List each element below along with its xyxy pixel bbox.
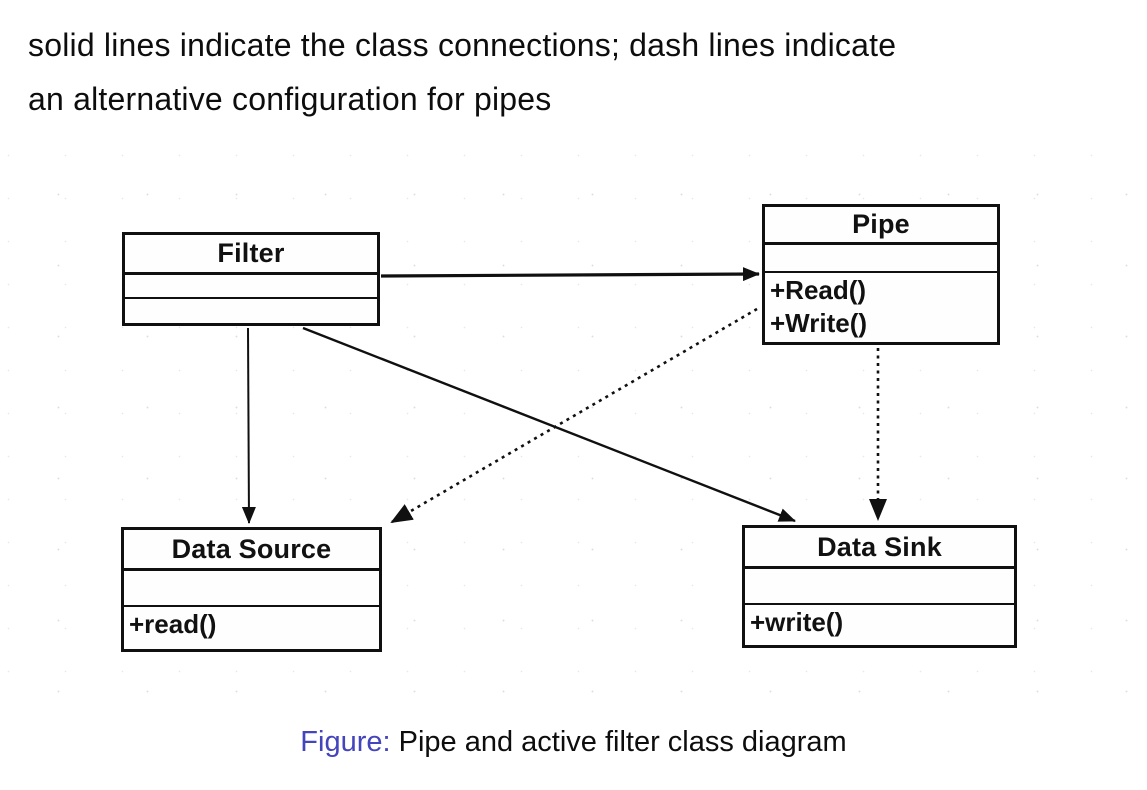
figure-caption-label: Figure: — [300, 726, 391, 758]
data-source-methods-compartment: +read() — [124, 605, 379, 649]
header-line-2: an alternative configuration for pipes — [28, 81, 552, 117]
class-name-data-sink: Data Sink — [817, 531, 942, 562]
figure-caption: Figure: Pipe and active filter class dia… — [0, 726, 1147, 759]
data-sink-methods-compartment: +write() — [745, 603, 1014, 645]
data-source-attributes-compartment — [124, 568, 379, 605]
class-box-data-sink: Data Sink +write() — [742, 525, 1017, 648]
class-name-data-source: Data Source — [171, 533, 332, 564]
pipe-method-write: +Write() — [770, 308, 868, 338]
class-box-data-source: Data Source +read() — [121, 527, 382, 652]
header-paragraph: solid lines indicate the class connectio… — [28, 18, 1138, 126]
figure-caption-text: Pipe and active filter class diagram — [390, 726, 847, 758]
pipe-attributes-compartment — [765, 242, 997, 271]
class-name-pipe: Pipe — [852, 209, 910, 239]
data-sink-method-write: +write() — [750, 607, 844, 637]
pipe-methods-compartment: +Read() +Write() — [765, 271, 997, 342]
filter-attributes-compartment — [125, 272, 377, 297]
class-box-pipe: Pipe +Read() +Write() — [762, 204, 1000, 345]
data-sink-attributes-compartment — [745, 566, 1014, 603]
header-line-1: solid lines indicate the class connectio… — [28, 27, 897, 63]
class-box-filter: Filter — [122, 232, 380, 326]
class-name-filter: Filter — [217, 238, 285, 268]
filter-methods-compartment — [125, 297, 377, 323]
pipe-method-read: +Read() — [770, 275, 867, 305]
data-source-method-read: +read() — [129, 609, 217, 639]
